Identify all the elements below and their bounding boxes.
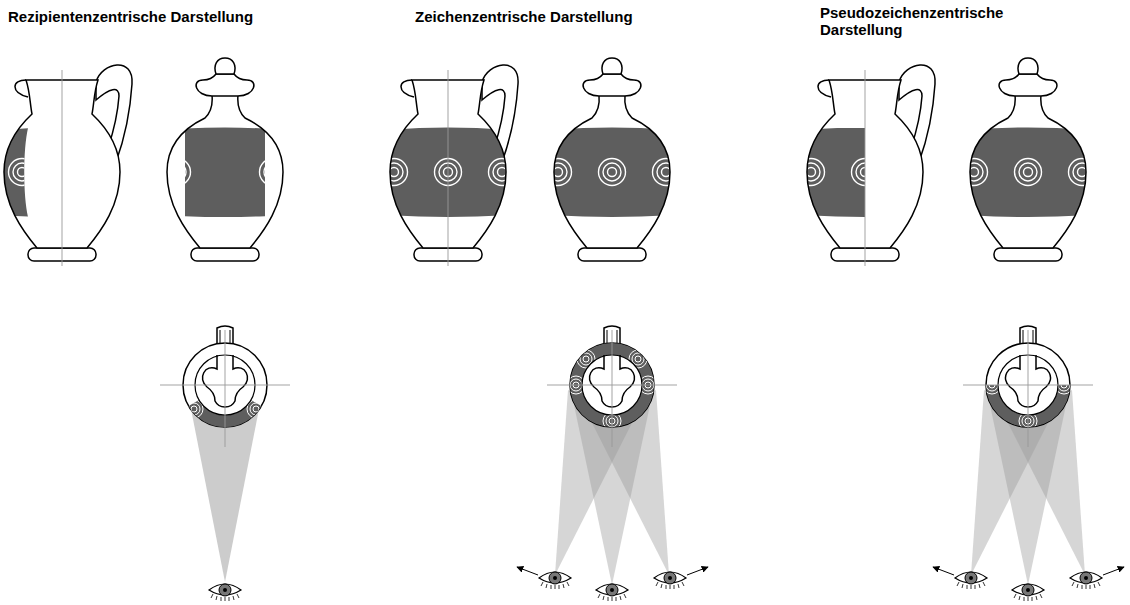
jug-side bbox=[798, 65, 936, 266]
top-view bbox=[160, 326, 290, 601]
top-view bbox=[933, 326, 1124, 601]
jug-front bbox=[961, 58, 1096, 261]
top-view bbox=[517, 326, 708, 601]
jug-side bbox=[381, 65, 519, 266]
section-title: Zeichenzentrische Darstellung bbox=[415, 8, 735, 25]
jug-front bbox=[545, 58, 680, 261]
section-title: Pseudozeichenzentrische Darstellung bbox=[820, 4, 1065, 38]
jug-side bbox=[0, 65, 132, 266]
section-title: Rezipientenzentrische Darstellung bbox=[8, 8, 348, 25]
jug-front bbox=[163, 58, 287, 261]
